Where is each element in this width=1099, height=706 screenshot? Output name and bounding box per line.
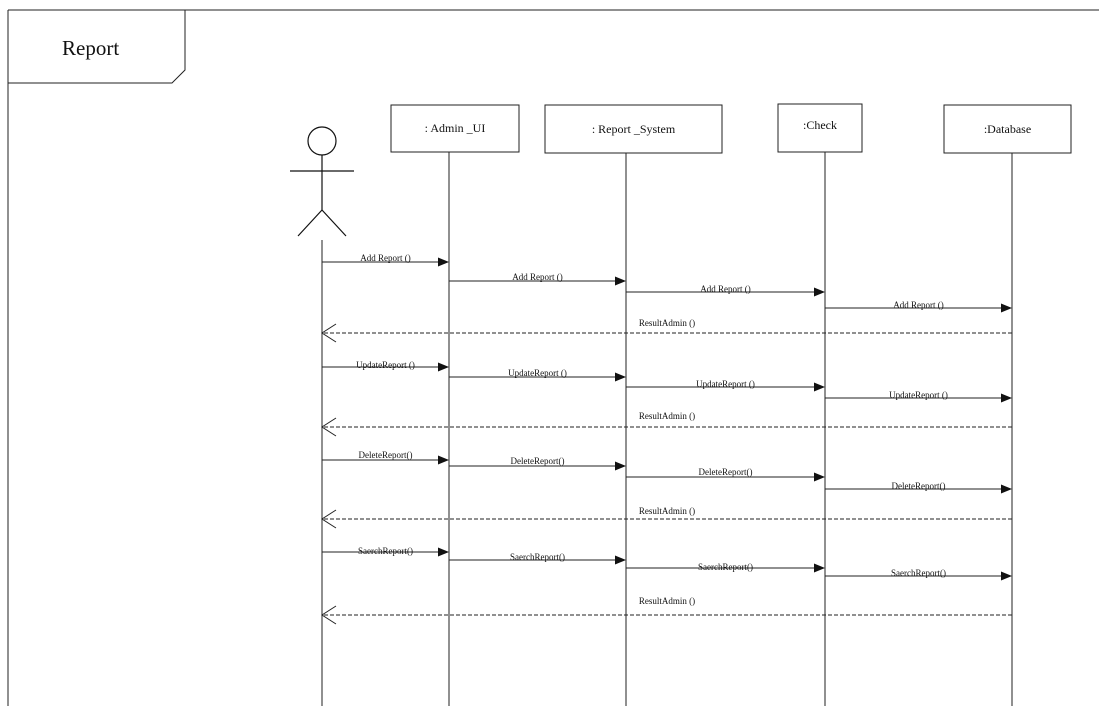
message-label: UpdateReport () (889, 390, 948, 400)
sync-arrowhead (1001, 484, 1012, 494)
message-label: Add Report () (700, 284, 751, 294)
message-label: SaerchReport() (891, 568, 946, 578)
message-label: SaerchReport() (358, 546, 413, 556)
message-label: ResultAdmin () (638, 506, 696, 516)
message-label: ResultAdmin () (638, 318, 696, 328)
return-arrowhead (321, 323, 337, 343)
sync-arrowhead (814, 287, 825, 297)
lifeline-label-database: :Database (983, 122, 1032, 136)
return-arrowhead (321, 605, 337, 625)
message-label: SaerchReport() (510, 552, 565, 562)
message-label: ResultAdmin () (638, 411, 696, 421)
return-arrowhead (321, 417, 337, 437)
frame-title: Report (62, 36, 120, 60)
sync-arrowhead (438, 362, 449, 372)
sync-arrowhead (438, 455, 449, 465)
lifeline-box-check (777, 103, 863, 153)
sync-arrowhead (814, 472, 825, 482)
message-label: ResultAdmin () (638, 596, 696, 606)
message-label: Add Report () (360, 253, 411, 263)
sync-arrowhead (615, 276, 626, 286)
lifeline-label-report-system: : Report _System (591, 122, 676, 136)
lifeline-box-report-system (544, 104, 723, 154)
message-label: DeleteReport() (698, 467, 753, 477)
lifeline-box-admin-ui (390, 104, 520, 153)
message-label: UpdateReport () (508, 368, 567, 378)
actor-icon (290, 126, 354, 237)
message-label: SaerchReport() (698, 562, 753, 572)
message-label: DeleteReport() (510, 456, 565, 466)
lifeline-label-check: :Check (803, 118, 837, 132)
frame-title-tab (8, 9, 186, 84)
sync-arrowhead (438, 257, 449, 267)
lifeline-box-database (943, 104, 1072, 154)
messages-group (321, 257, 1012, 625)
sync-arrowhead (814, 382, 825, 392)
sync-arrowhead (438, 547, 449, 557)
message-label: UpdateReport () (696, 379, 755, 389)
sync-arrowhead (615, 461, 626, 471)
message-label: Add Report () (893, 300, 944, 310)
sync-arrowhead (814, 563, 825, 573)
sync-arrowhead (1001, 393, 1012, 403)
sync-arrowhead (1001, 571, 1012, 581)
sync-arrowhead (615, 555, 626, 565)
lifeline-label-admin-ui: : Admin _UI (424, 121, 486, 135)
sync-arrowhead (615, 372, 626, 382)
message-label: DeleteReport() (891, 481, 946, 491)
message-label: DeleteReport() (358, 450, 413, 460)
sync-arrowhead (1001, 303, 1012, 313)
return-arrowhead (321, 509, 337, 529)
message-label: Add Report () (512, 272, 563, 282)
message-label: UpdateReport () (356, 360, 415, 370)
